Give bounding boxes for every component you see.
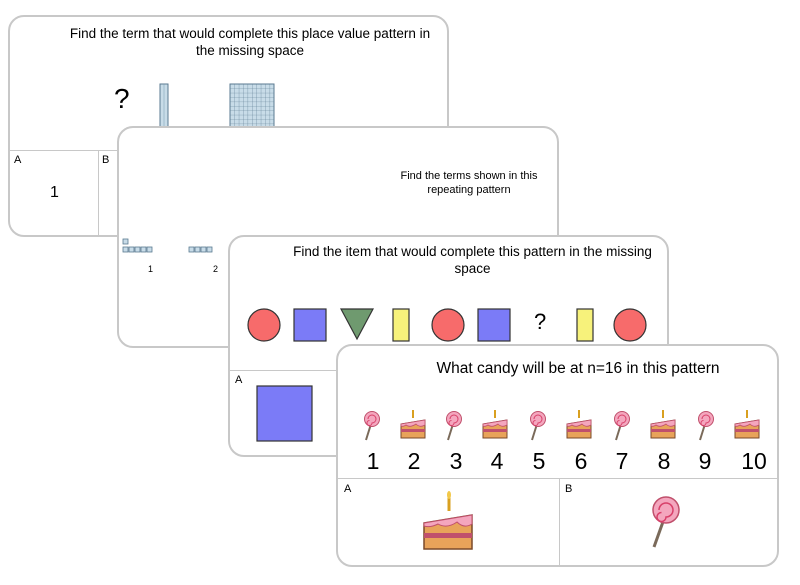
cake-icon	[482, 410, 508, 439]
term-number: 9	[698, 448, 712, 474]
term-number: 1	[148, 264, 154, 274]
term-number: 6	[574, 448, 588, 474]
blue-square-shape	[293, 308, 327, 342]
shape-sequence	[247, 308, 647, 342]
lollipop-icon	[614, 411, 630, 441]
term-number: 7	[615, 448, 629, 474]
question-text: What candy will be at n=16 in this patte…	[436, 360, 720, 377]
unit-cubes-icon	[122, 238, 213, 253]
option-b-label: B	[102, 154, 110, 166]
term-number: 2	[213, 264, 219, 274]
red-circle-shape	[613, 308, 647, 342]
missing-item-mark: ?	[534, 309, 547, 334]
term-number: 5	[532, 448, 546, 474]
lollipop-icon	[364, 411, 380, 441]
question-text: Find the term that would complete this p…	[69, 26, 431, 58]
cake-icon	[566, 410, 592, 439]
cake-icon	[734, 410, 760, 439]
question-text: Find the terms shown in this repeating p…	[400, 170, 538, 196]
red-circle-shape	[431, 308, 465, 342]
lollipop-icon	[530, 411, 546, 441]
option-a-label: A	[14, 154, 22, 166]
green-triangle-shape	[340, 308, 374, 341]
term-number: 4	[490, 448, 504, 474]
question-text: Find the item that would complete this p…	[293, 244, 652, 276]
cake-icon	[400, 410, 426, 439]
option-a-label: A	[235, 374, 243, 386]
option-a-value[interactable]: 1	[50, 184, 59, 201]
blue-square-shape	[477, 308, 511, 342]
missing-term-mark: ?	[114, 83, 130, 114]
option-a-label: A	[344, 483, 352, 495]
term-number: 3	[449, 448, 463, 474]
option-a-blue-square[interactable]	[256, 385, 314, 443]
yellow-rectangle-shape	[392, 308, 410, 342]
lollipop-icon	[698, 411, 714, 441]
lollipop-icon	[446, 411, 462, 441]
term-number: 10	[741, 448, 767, 474]
term-number: 2	[407, 448, 421, 474]
term-number: 1	[366, 448, 380, 474]
card-candy-pattern: What candy will be at n=16 in this patte…	[336, 344, 779, 567]
option-b-lollipop-icon[interactable]	[644, 495, 684, 551]
option-a-cake-icon[interactable]	[420, 491, 476, 553]
yellow-rectangle-shape	[576, 308, 594, 342]
option-b-label: B	[565, 483, 573, 495]
hundred-flat-icon	[229, 83, 275, 129]
cake-icon	[650, 410, 676, 439]
term-number: 8	[657, 448, 671, 474]
red-circle-shape	[247, 308, 281, 342]
